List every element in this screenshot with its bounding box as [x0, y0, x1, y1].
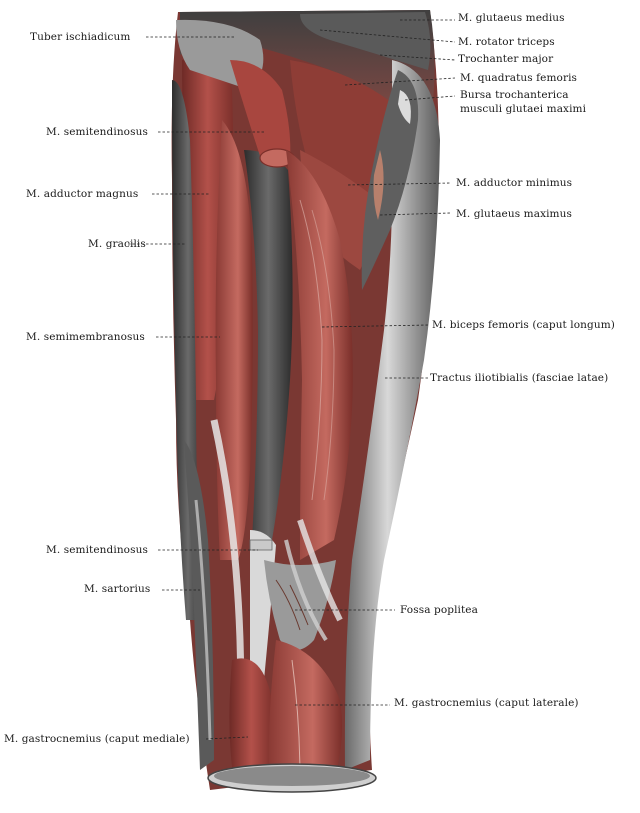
label-glutaeus-maximus: M. glutaeus maximus: [456, 208, 572, 220]
label-bursa-line2: musculi glutaei maximi: [460, 103, 587, 115]
glutaeus-maximus-edge: [361, 70, 419, 290]
label-quadratus-femoris: M. quadratus femoris: [460, 72, 578, 84]
label-semimembranosus: M. semimembranosus: [26, 331, 145, 343]
label-rotator-triceps: M. rotator triceps: [458, 36, 555, 48]
leader-lines-right: [295, 19, 456, 706]
label-sartorius: M. sartorius: [84, 583, 151, 595]
semimembranosus: [215, 120, 253, 560]
label-fossa-poplitea: Fossa poplitea: [400, 604, 478, 616]
iliotibial-tract: [344, 60, 440, 770]
label-glutaeus-medius: M. glutaeus medius: [458, 12, 565, 24]
label-tuber-ischiadicum: Tuber ischiadicum: [30, 31, 131, 43]
sartorius: [184, 440, 214, 770]
label-semitendinosus-lower: M. semitendinosus: [46, 544, 148, 556]
label-gastrocnemius-laterale: M. gastrocnemius (caput laterale): [394, 697, 579, 709]
label-gracilis: M. gracilis: [88, 238, 146, 250]
label-adductor-minimus: M. adductor minimus: [456, 177, 573, 189]
label-tractus-iliotibialis: Tractus iliotibialis (fasciae latae): [430, 372, 609, 384]
adductor-minimus-area: [300, 150, 378, 270]
central-groove: [244, 150, 293, 540]
leader-lines-left: [128, 36, 265, 740]
label-bursa-line1: Bursa trochanterica: [460, 89, 569, 101]
bursa-trochanterica: [398, 90, 411, 124]
gastrocnemius-laterale: [268, 640, 342, 782]
label-gastrocnemius-mediale: M. gastrocnemius (caput mediale): [4, 733, 190, 745]
semitendinosus-upper: [230, 60, 291, 162]
label-biceps-femoris: M. biceps femoris (caput longum): [432, 319, 615, 331]
label-adductor-magnus: M. adductor magnus: [26, 188, 139, 200]
gluteus-medius-area: [300, 12, 431, 70]
label-trochanter-major: Trochanter major: [458, 53, 554, 65]
biceps-femoris: [286, 150, 353, 560]
label-semitendinosus-upper: M. semitendinosus: [46, 126, 148, 138]
gastrocnemius-mediale: [229, 658, 274, 782]
